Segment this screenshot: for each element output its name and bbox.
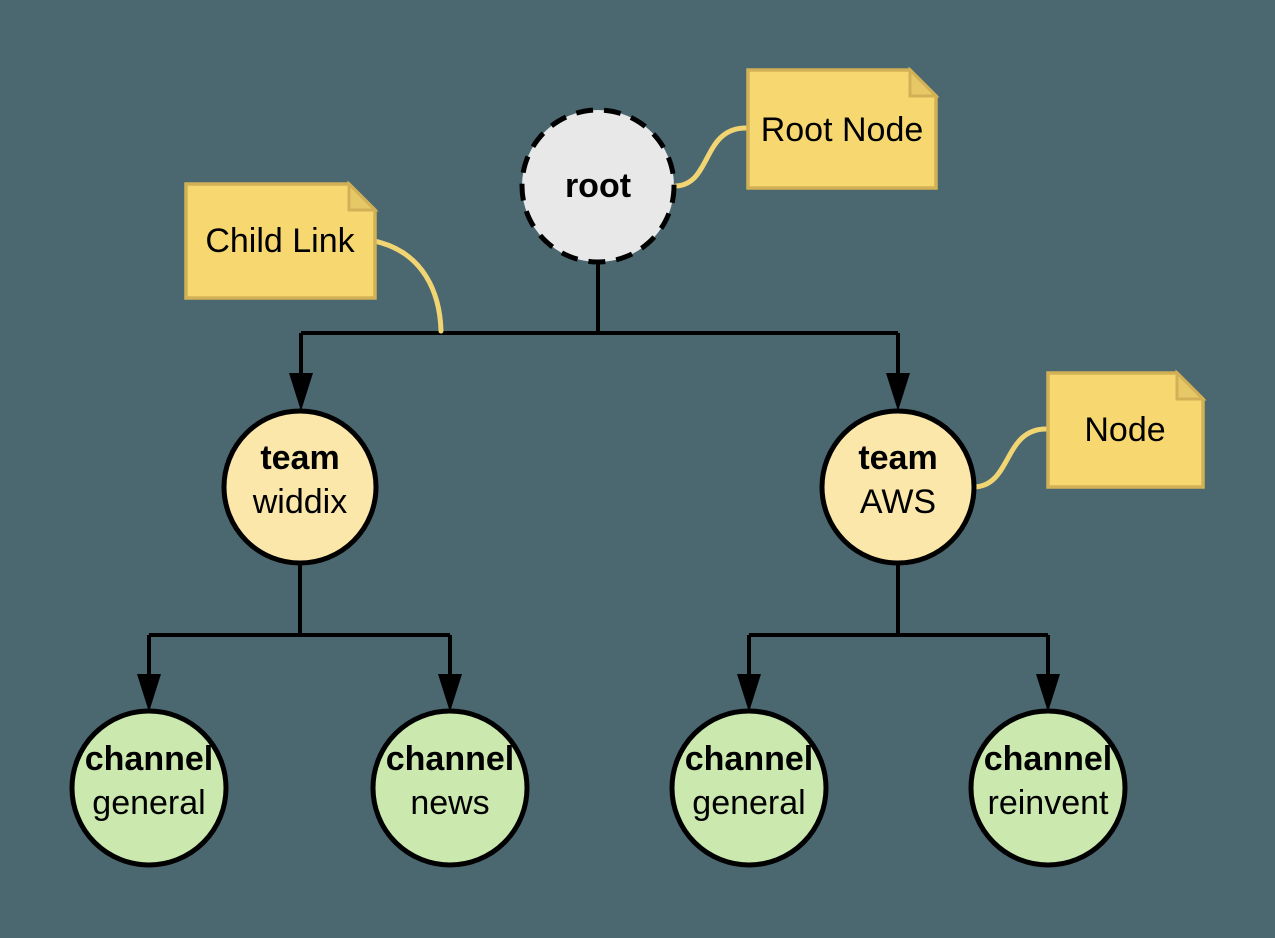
- root-note-label: Root Node: [761, 111, 924, 149]
- team-aws-to-channels-connector: [747, 563, 1050, 680]
- channel-widdix-general-node: channel general: [69, 708, 229, 868]
- node-note-label: Node: [1084, 411, 1165, 449]
- channel-aws-reinvent-type-label: channel: [984, 740, 1112, 778]
- root-note-paper: [746, 68, 938, 190]
- team-aws-node: team AWS: [819, 408, 977, 566]
- channel-widdix-news-node: channel news: [370, 708, 530, 868]
- node-note-fold-icon: [1175, 369, 1207, 401]
- team-widdix-type-label: team: [260, 439, 339, 477]
- root-note-fold-icon: [908, 66, 940, 98]
- root-note-connector: [673, 125, 749, 189]
- root-to-teams-connector: [299, 262, 900, 379]
- channel-aws-reinvent-name-label: reinvent: [988, 784, 1110, 822]
- channel-widdix-general-type-label: channel: [85, 740, 213, 778]
- child-link-note-fold-icon: [347, 180, 379, 212]
- channel-widdix-general-circle: [69, 708, 229, 868]
- team-aws-circle: [819, 408, 977, 566]
- team-widdix-to-channels-connector: [147, 563, 452, 680]
- team-widdix-circle: [221, 408, 379, 566]
- team-aws-name-label: AWS: [860, 483, 936, 521]
- team-aws-type-label: team: [858, 439, 937, 477]
- node-note-connector: [970, 426, 1049, 490]
- channel-aws-general-type-label: channel: [685, 740, 813, 778]
- channel-aws-general-circle: [669, 708, 829, 868]
- channel-aws-general-name-label: general: [692, 784, 805, 822]
- channel-widdix-general-name-label: general: [92, 784, 205, 822]
- channel-widdix-news-type-label: channel: [386, 740, 514, 778]
- node-note-paper: [1046, 371, 1205, 489]
- channel-aws-reinvent-circle: [968, 708, 1128, 868]
- root-node: root: [519, 107, 677, 265]
- channel-widdix-news-circle: [370, 708, 530, 868]
- team-widdix-node: team widdix: [221, 408, 379, 566]
- team-widdix-name-label: widdix: [252, 483, 347, 521]
- child-link-note-label: Child Link: [205, 222, 355, 260]
- root-node-label: root: [565, 167, 631, 205]
- root-node-circle: [519, 107, 677, 265]
- root-note: Root Node: [746, 66, 940, 190]
- child-link-note-paper: [184, 182, 377, 300]
- channel-widdix-news-name-label: news: [410, 784, 489, 822]
- node-note: Node: [1046, 369, 1207, 489]
- channel-aws-general-node: channel general: [669, 708, 829, 868]
- channel-aws-reinvent-node: channel reinvent: [968, 708, 1128, 868]
- child-link-note: Child Link: [184, 180, 379, 300]
- child-link-note-connector: [371, 238, 444, 334]
